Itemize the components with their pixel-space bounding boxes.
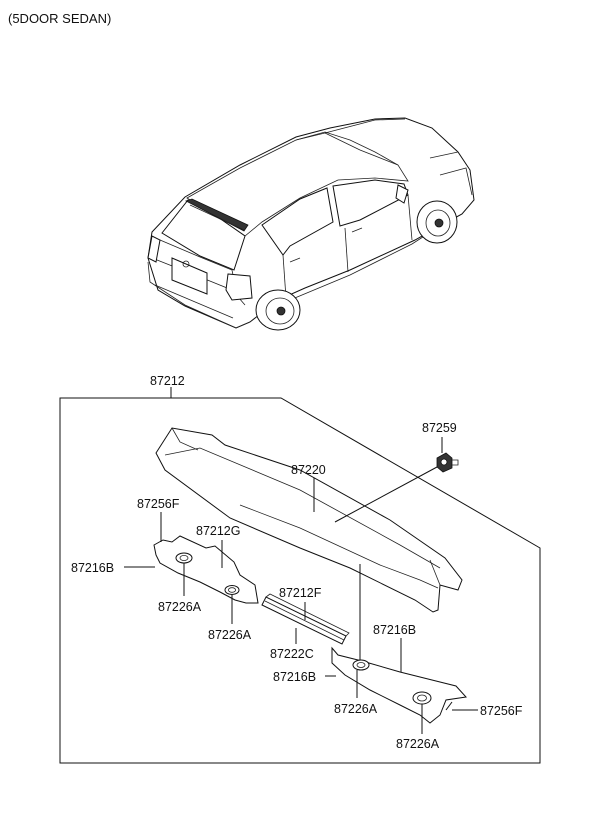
label-87212F: 87212F — [279, 586, 322, 600]
label-87256F-right: 87256F — [480, 704, 523, 718]
part-labels: 87212 87259 87220 87256F 87212G 87216B 8… — [71, 374, 523, 751]
label-87216B-right: 87216B — [373, 623, 416, 637]
label-87226A-1: 87226A — [158, 600, 202, 614]
label-87226A-2: 87226A — [208, 628, 252, 642]
label-87226A-3: 87226A — [334, 702, 378, 716]
assembly-frame — [59, 397, 541, 764]
diagram-title: (5DOOR SEDAN) — [8, 11, 111, 26]
car-illustration — [147, 117, 475, 331]
label-87222C: 87222C — [270, 647, 314, 661]
label-87226A-4: 87226A — [396, 737, 440, 751]
spoiler-87220 — [155, 427, 463, 613]
label-87259: 87259 — [422, 421, 457, 435]
label-87220: 87220 — [291, 463, 326, 477]
leader-bolt-spoiler — [334, 466, 438, 523]
strip-87212F — [261, 593, 350, 645]
bolt-87259 — [436, 437, 459, 473]
label-87212G: 87212G — [196, 524, 240, 538]
label-87216B-mid: 87216B — [273, 670, 316, 684]
leader-lines — [124, 512, 478, 734]
pad-87212G — [153, 535, 259, 604]
label-87216B-left: 87216B — [71, 561, 114, 575]
label-87256F-left: 87256F — [137, 497, 180, 511]
label-87212: 87212 — [150, 374, 185, 388]
